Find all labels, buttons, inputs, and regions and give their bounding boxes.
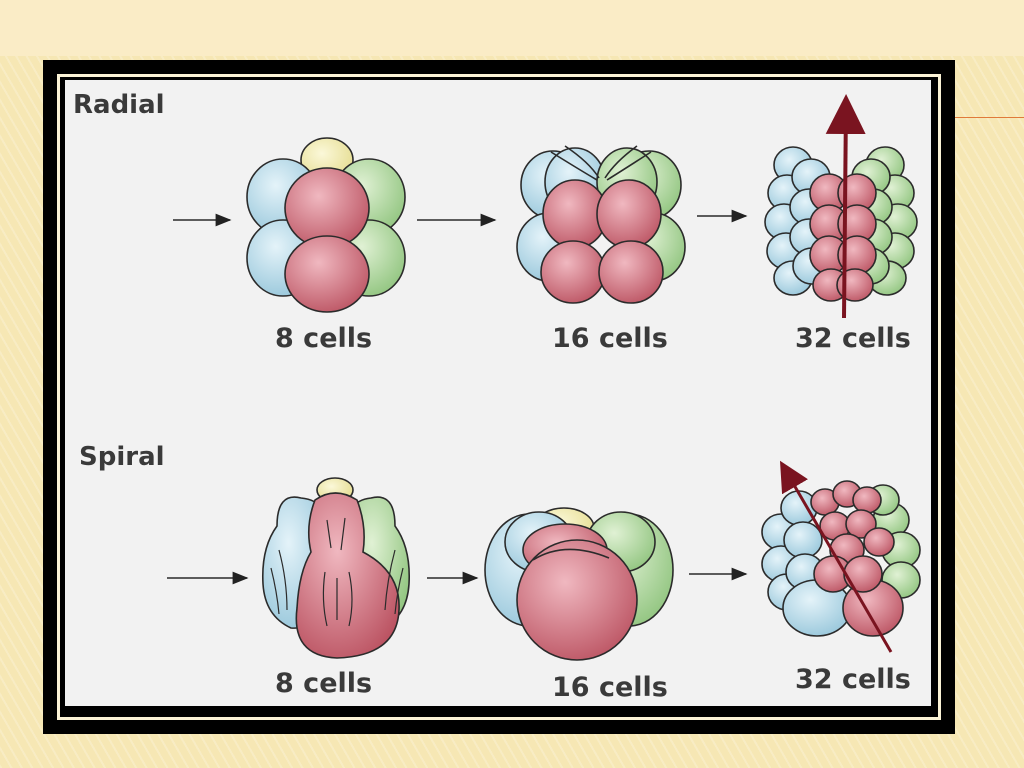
slide-top-band <box>0 0 1024 56</box>
spiral-stage-label-16: 16 cells <box>552 672 668 703</box>
radial-stage-label-16: 16 cells <box>552 323 668 354</box>
accent-line <box>940 117 1024 118</box>
radial-16-cell-embryo <box>516 145 686 304</box>
section-label-spiral: Spiral <box>79 442 165 472</box>
spiral-stage-label-32: 32 cells <box>795 664 911 695</box>
spiral-16-cell-embryo <box>484 507 674 661</box>
section-label-radial: Radial <box>73 90 165 120</box>
radial-stage-label-8: 8 cells <box>275 323 373 354</box>
radial-stage-label-32: 32 cells <box>795 323 911 354</box>
spiral-stage-label-8: 8 cells <box>275 668 373 699</box>
spiral-axis-arrow <box>779 460 893 653</box>
spiral-32-cell-embryo <box>761 460 921 653</box>
cleavage-diagram <box>167 94 921 661</box>
diagram-panel: Radial 8 cells 16 cells 32 cells Spiral … <box>65 80 931 706</box>
radial-32-cell-embryo <box>764 94 918 319</box>
spiral-8-cell-embryo <box>261 477 411 659</box>
radial-axis-arrow <box>825 94 866 319</box>
radial-8-cell-embryo <box>246 137 406 313</box>
